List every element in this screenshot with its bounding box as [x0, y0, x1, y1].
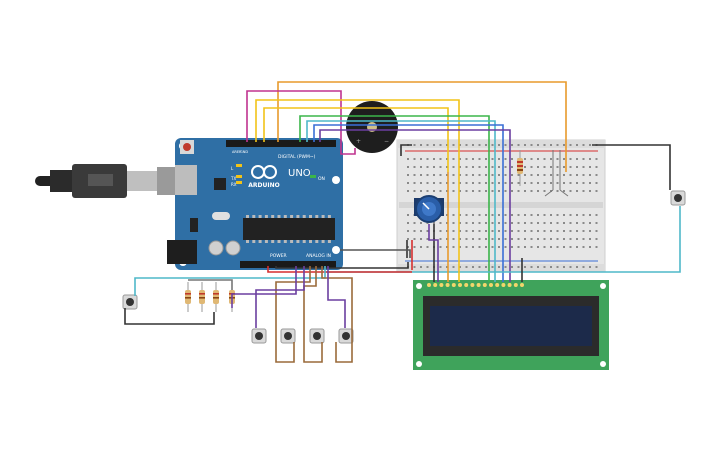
- resistor-3: [213, 282, 219, 312]
- pushbutton-5[interactable]: [309, 328, 325, 344]
- wire-orange-top: [277, 81, 567, 172]
- arduino-uno-board: ARDUINO UNO DIGITAL (PWM~) POWER ANALOG …: [167, 138, 343, 270]
- digital-header-label: DIGITAL (PWM~): [278, 154, 316, 160]
- wire-red-5v: [267, 266, 412, 273]
- sensor-component: [544, 150, 569, 197]
- wire-purple-top: [319, 129, 511, 282]
- breadboard-resistor: [517, 150, 523, 186]
- lcd-16x2: [413, 280, 609, 370]
- gnd-pin-label: GND: [240, 150, 248, 154]
- rx-led-label: RX: [231, 182, 237, 187]
- arduino-model-label: UNO: [288, 168, 311, 179]
- wire-brown-1: [275, 266, 311, 363]
- l-led-label: L: [231, 166, 234, 171]
- pulldown-resistors: [185, 282, 235, 312]
- wire-magenta-top: [246, 90, 356, 155]
- analog-header-label: ANALOG IN: [306, 253, 331, 259]
- wire-brown-2: [303, 266, 323, 363]
- lcd-pins: [427, 283, 524, 287]
- resistor-1: [185, 282, 191, 312]
- atmega-pins: [246, 215, 331, 243]
- wire-gray: [340, 249, 411, 258]
- on-led-label: ON: [318, 176, 325, 182]
- wire-black-gnd: [400, 144, 412, 156]
- pushbutton-3[interactable]: [251, 328, 267, 344]
- wire-purple-btn-2: [327, 266, 346, 328]
- wire-yellow-top-2: [263, 107, 449, 172]
- wire-right-black: [592, 144, 671, 190]
- aref-pin-label: AREF: [232, 150, 241, 154]
- wire-blue-top: [313, 124, 504, 282]
- wire-right-cyan: [325, 206, 681, 273]
- wire-cyan-btn: [134, 266, 326, 296]
- potentiometer[interactable]: [414, 195, 444, 223]
- buzzer-plus-label: +: [356, 138, 361, 145]
- wire-black-gnd-2: [275, 262, 409, 269]
- pushbutton-6[interactable]: [338, 328, 354, 344]
- wires: [124, 81, 681, 363]
- wire-yellow-top: [255, 99, 460, 172]
- wire-cyan-top: [306, 120, 496, 282]
- reset-button[interactable]: [183, 143, 191, 151]
- wire-purple-btn: [255, 266, 305, 328]
- pushbutton-2[interactable]: [670, 190, 686, 206]
- power-header-label: POWER: [270, 253, 287, 259]
- tx-led-label: TX: [230, 176, 236, 181]
- wire-brown-3: [321, 266, 353, 363]
- wire-purple-lcd: [428, 224, 439, 282]
- wire-gray-res: [188, 279, 233, 290]
- usb-cable: [35, 164, 179, 198]
- arduino-brand-label: ARDUINO: [248, 182, 279, 189]
- wire-green-top: [299, 115, 490, 282]
- lcd-screen: [430, 306, 592, 346]
- arduino-logo-icon: [251, 165, 277, 179]
- buzzer-minus-label: −: [384, 138, 389, 145]
- wire-black-btn: [124, 308, 215, 325]
- pushbutton-1[interactable]: [122, 294, 138, 310]
- pushbutton-4[interactable]: [280, 328, 296, 344]
- wire-purple-btn-3: [231, 266, 297, 308]
- resistor-2: [199, 282, 205, 312]
